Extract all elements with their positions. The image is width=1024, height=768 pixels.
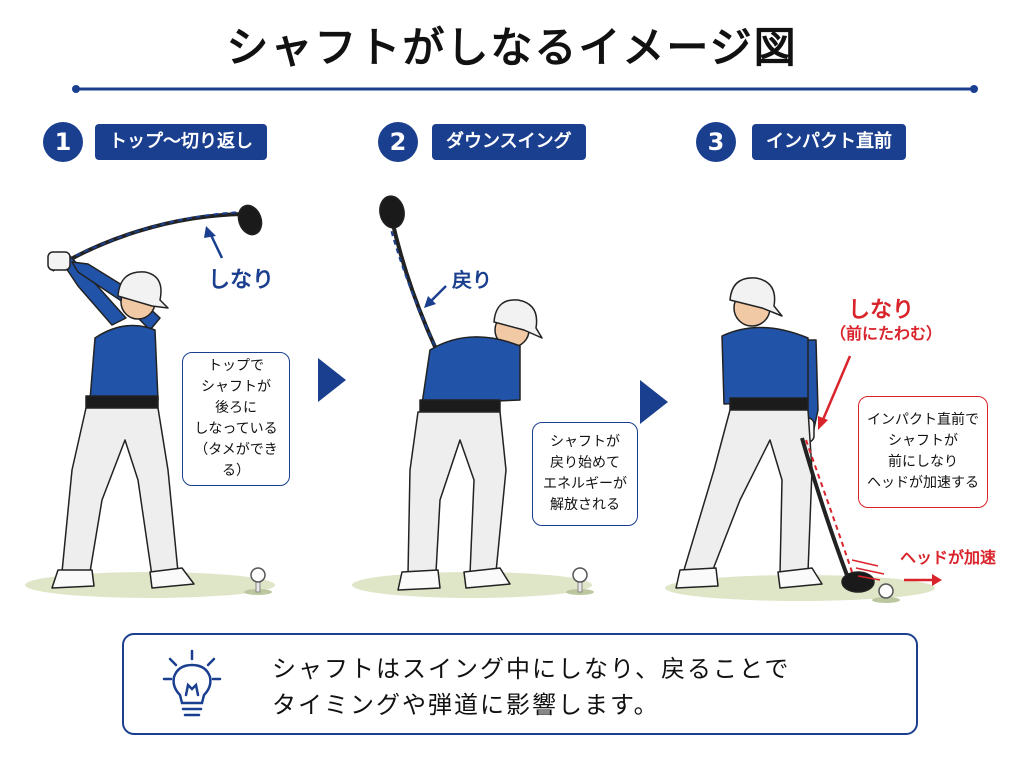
panel-3-note: インパクト直前で シャフトが 前にしなり ヘッドが加速する [858, 396, 988, 508]
golfer-2 [379, 195, 543, 591]
panel-2-note-text: シャフトが 戻り始めて エネルギーが 解放される [543, 434, 627, 513]
summary-box: シャフトはスイング中にしなり、戻ることで タイミングや弾道に影響します。 [122, 633, 918, 735]
panel-2-annotation: 戻り [452, 268, 492, 292]
speed-arrow [904, 574, 942, 586]
return-arrow-2 [424, 285, 447, 308]
panel-1-note-text: トップで シャフトが 後ろに しなっている （タメができる） [194, 358, 278, 479]
step-2-label: ダウンスイング [432, 124, 586, 160]
panel-3-annotation: しなり [848, 298, 915, 323]
panel-1-note: トップで シャフトが 後ろに しなっている （タメができる） [182, 352, 290, 486]
bend-arrow-1 [204, 226, 224, 259]
panel-3-annotation-sub: （前にたわむ） [830, 324, 943, 343]
golfer-1 [47, 204, 263, 589]
panel-2-note: シャフトが 戻り始めて エネルギーが 解放される [532, 422, 638, 526]
step-1-label: トップ〜切り返し [95, 124, 267, 160]
tee-ball-2 [566, 567, 594, 595]
lightbulb-icon [162, 649, 222, 717]
bend-arrow-3 [818, 355, 852, 430]
tee-ball-1 [244, 567, 272, 595]
next-arrow-1 [318, 358, 346, 402]
step-2-number: 2 [378, 122, 418, 162]
forward-bend-line-3 [805, 439, 853, 573]
page-title: シャフトがしなるイメージ図 [226, 23, 798, 72]
panel-1-annotation: しなり [208, 268, 275, 293]
summary-text: シャフトはスイング中にしなり、戻ることで タイミングや弾道に影響します。 [272, 655, 791, 719]
tee-ball-3 [872, 583, 900, 603]
step-1-number: 1 [43, 122, 83, 162]
golfer-3 [675, 277, 875, 593]
panel-3-note-text: インパクト直前で シャフトが 前にしなり ヘッドが加速する [867, 412, 979, 491]
head-speed-label: ヘッドが加速 [900, 548, 997, 567]
speed-lines [851, 559, 885, 581]
step-3-label: インパクト直前 [752, 124, 906, 160]
step-3-number: 3 [696, 122, 736, 162]
next-arrow-2 [640, 380, 668, 424]
title-divider [72, 85, 978, 93]
